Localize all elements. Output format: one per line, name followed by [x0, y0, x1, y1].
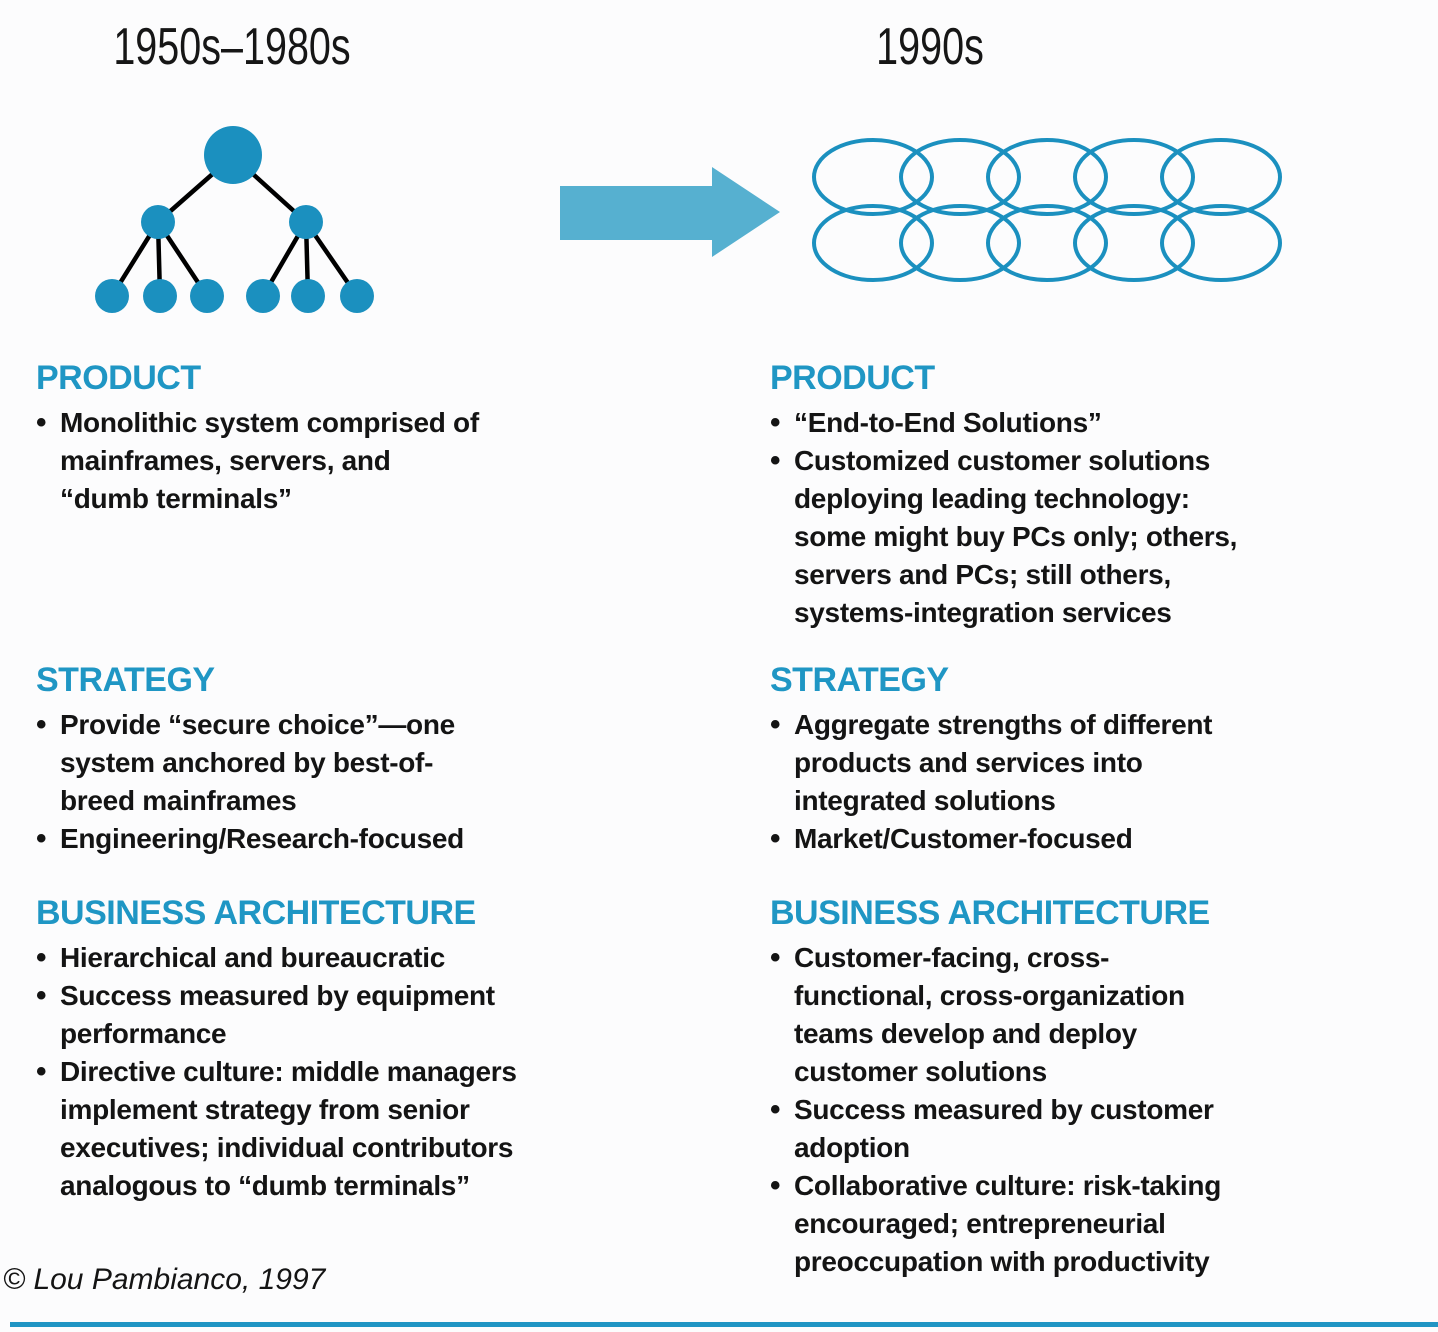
section-right-product: PRODUCT • “End-to-End Solutions” • Custo…	[770, 358, 1400, 632]
bullet-dot: •	[770, 406, 781, 439]
section-right-business-architecture: BUSINESS ARCHITECTURE • Customer-facing,…	[770, 893, 1400, 1281]
bullet-text: Customized customer solutions deploying …	[794, 445, 1238, 628]
bullet-dot: •	[36, 708, 47, 741]
bullet-text: Aggregate strengths of different product…	[794, 709, 1213, 816]
bullet-text: Collaborative culture: risk-taking encou…	[794, 1170, 1222, 1277]
bullet-item: • Success measured by equipment performa…	[36, 977, 686, 1053]
bullet-dot: •	[770, 708, 781, 741]
bottom-rule-divider	[10, 1322, 1438, 1327]
bullet-text: Engineering/Research-focused	[60, 823, 464, 854]
bullet-text: Customer-facing, cross- functional, cros…	[794, 942, 1185, 1087]
section-heading: STRATEGY	[36, 661, 215, 699]
bullet-dot: •	[770, 444, 781, 477]
ring	[986, 138, 1108, 216]
bullet-dot: •	[36, 406, 47, 439]
ring	[986, 204, 1108, 282]
bullet-text: Hierarchical and bureaucratic	[60, 942, 446, 973]
bullet-item: • Directive culture: middle managers imp…	[36, 1053, 686, 1205]
bullet-text: Directive culture: middle managers imple…	[60, 1056, 517, 1201]
ring	[1160, 138, 1282, 216]
section-right-strategy: STRATEGY • Aggregate strengths of differ…	[770, 660, 1400, 858]
section-heading: PRODUCT	[36, 359, 201, 397]
section-left-strategy: STRATEGY • Provide “secure choice”—one s…	[36, 660, 676, 858]
leaf-node	[143, 279, 177, 313]
mid-node	[141, 205, 175, 239]
era-title-left: 1950s–1980s	[113, 18, 351, 76]
section-left-product: PRODUCT • Monolithic system comprised of…	[36, 358, 676, 518]
ring	[812, 138, 934, 216]
bullet-dot: •	[36, 979, 47, 1012]
section-heading: PRODUCT	[770, 359, 935, 397]
bullet-item: • Aggregate strengths of different produ…	[770, 706, 1400, 820]
bullet-item: • Monolithic system comprised of mainfra…	[36, 404, 676, 518]
ring	[812, 204, 934, 282]
leaf-node	[340, 279, 374, 313]
bullet-dot: •	[770, 1169, 781, 1202]
bullet-dot: •	[770, 822, 781, 855]
bullet-dot: •	[770, 1093, 781, 1126]
bullet-item: • Collaborative culture: risk-taking enc…	[770, 1167, 1400, 1281]
ring	[1073, 138, 1195, 216]
ring	[1160, 204, 1282, 282]
header-diagrams	[95, 126, 1282, 313]
bullet-text: Market/Customer-focused	[794, 823, 1133, 854]
bullet-dot: •	[770, 941, 781, 974]
bullet-dot: •	[36, 822, 47, 855]
root-node	[204, 126, 262, 184]
bullet-item: • Customized customer solutions deployin…	[770, 442, 1400, 632]
bullet-text: Monolithic system comprised of mainframe…	[60, 407, 479, 514]
leaf-node	[190, 279, 224, 313]
ring	[899, 138, 1021, 216]
section-heading: BUSINESS ARCHITECTURE	[770, 894, 1210, 932]
bullet-item: • Engineering/Research-focused	[36, 820, 676, 858]
bullet-text: “End-to-End Solutions”	[794, 407, 1102, 438]
leaf-node	[291, 279, 325, 313]
bullet-dot: •	[36, 941, 47, 974]
copyright-credit: © Lou Pambianco, 1997	[3, 1263, 326, 1296]
ring	[1073, 204, 1195, 282]
bullet-item: • Customer-facing, cross- functional, cr…	[770, 939, 1400, 1091]
hierarchy-tree-diagram	[95, 126, 374, 313]
bullet-item: • Success measured by customer adoption	[770, 1091, 1400, 1167]
section-heading: BUSINESS ARCHITECTURE	[36, 894, 476, 932]
network-rings-diagram	[812, 138, 1282, 282]
era-title-right: 1990s	[876, 18, 984, 76]
section-left-business-architecture: BUSINESS ARCHITECTURE • Hierarchical and…	[36, 893, 686, 1205]
bullet-text: Provide “secure choice”—one system ancho…	[60, 709, 455, 816]
bullet-item: • Hierarchical and bureaucratic	[36, 939, 686, 977]
leaf-node	[95, 279, 129, 313]
section-heading: STRATEGY	[770, 661, 949, 699]
bullet-item: • Provide “secure choice”—one system anc…	[36, 706, 676, 820]
bullet-item: • Market/Customer-focused	[770, 820, 1400, 858]
ring	[899, 204, 1021, 282]
bullet-dot: •	[36, 1055, 47, 1088]
transition-arrow-icon	[560, 167, 780, 257]
bullet-text: Success measured by equipment performanc…	[60, 980, 495, 1049]
leaf-node	[246, 279, 280, 313]
bullet-item: • “End-to-End Solutions”	[770, 404, 1400, 442]
mid-node	[289, 205, 323, 239]
bullet-text: Success measured by customer adoption	[794, 1094, 1214, 1163]
